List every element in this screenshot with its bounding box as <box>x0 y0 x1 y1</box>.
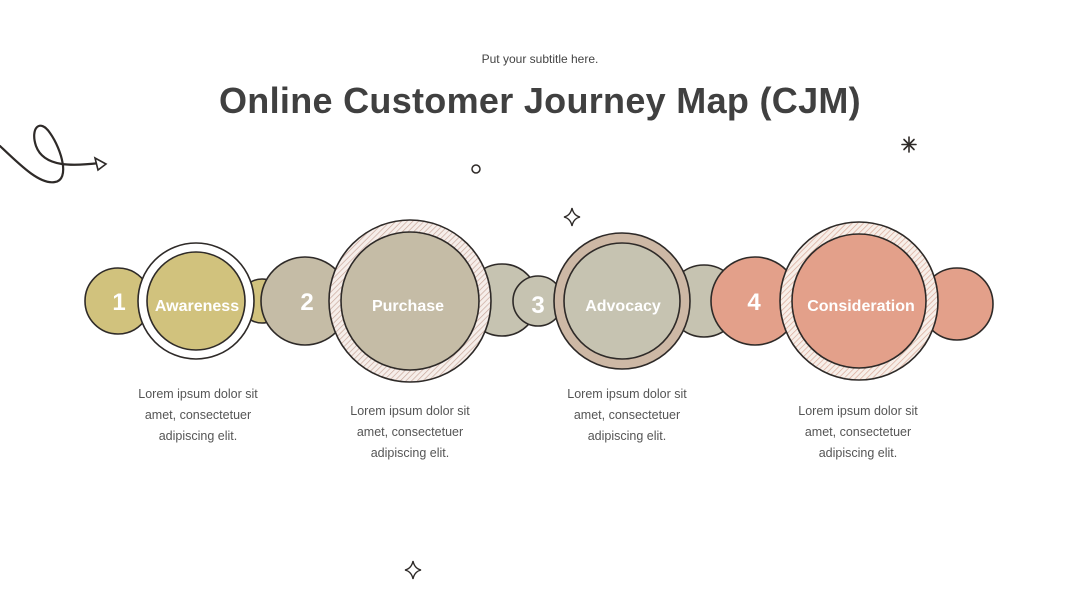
small-circle-icon <box>471 164 481 174</box>
description-line: Lorem ipsum dolor sit <box>567 387 687 401</box>
stage-description-advocacy: Lorem ipsum dolor sit amet, consectetuer… <box>527 384 727 447</box>
sparkle-icon <box>563 207 581 227</box>
description-line: adipiscing elit. <box>587 429 667 443</box>
stage-purchase <box>260 219 539 383</box>
stage-consideration <box>710 221 994 381</box>
stage-label-awareness: Awareness <box>155 298 239 315</box>
stage-label-purchase: Purchase <box>372 298 444 315</box>
stage-label-advocacy: Advocacy <box>585 298 661 315</box>
stage-label-consideration: Consideration <box>807 298 915 315</box>
stage-description-purchase: Lorem ipsum dolor sit amet, consectetuer… <box>310 401 510 464</box>
description-line: adipiscing elit. <box>158 429 238 443</box>
stage-number-3: 3 <box>531 292 544 319</box>
description-line: amet, consectetuer <box>356 425 464 439</box>
description-line: amet, consectetuer <box>144 408 252 422</box>
description-line: adipiscing elit. <box>370 446 450 460</box>
description-line: amet, consectetuer <box>573 408 681 422</box>
asterisk-icon <box>901 136 917 153</box>
description-line: Lorem ipsum dolor sit <box>798 404 918 418</box>
description-line: adipiscing elit. <box>818 446 898 460</box>
swirl-arrow-icon <box>0 124 108 184</box>
page-title: Online Customer Journey Map (CJM) <box>219 80 861 121</box>
subtitle: Put your subtitle here. <box>481 52 599 66</box>
stage-number-1: 1 <box>112 289 125 316</box>
stage-description-awareness: Lorem ipsum dolor sit amet, consectetuer… <box>98 384 298 447</box>
description-line: amet, consectetuer <box>804 425 912 439</box>
description-line: Lorem ipsum dolor sit <box>350 404 470 418</box>
stage-number-4: 4 <box>747 289 761 316</box>
stage-number-2: 2 <box>300 289 313 316</box>
sparkle-icon-bottom <box>404 560 422 580</box>
stage-description-consideration: Lorem ipsum dolor sit amet, consectetuer… <box>758 401 958 464</box>
description-line: Lorem ipsum dolor sit <box>138 387 258 401</box>
